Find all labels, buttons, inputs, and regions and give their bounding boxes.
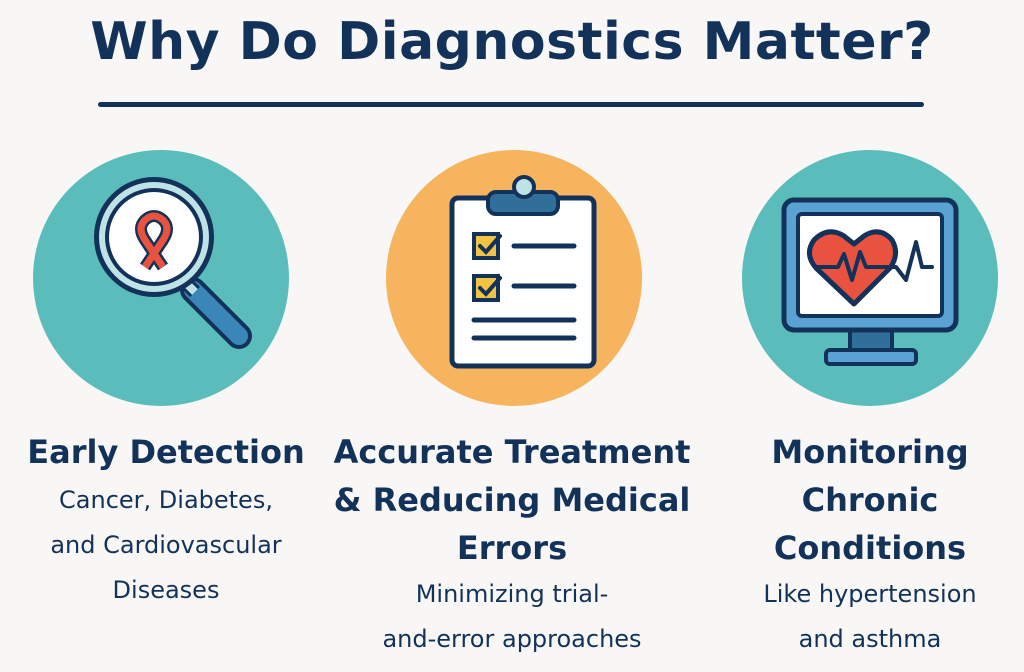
- column-early-detection: Early Detection Cancer, Diabetes, and Ca…: [0, 428, 332, 613]
- column-heading: Early Detection: [27, 433, 305, 471]
- clipboard-checklist-icon: [386, 150, 642, 406]
- magnifying-glass-ribbon-icon: [33, 150, 289, 406]
- title-divider: [98, 102, 924, 107]
- column-description: Cancer, Diabetes, and Cardiovascular Dis…: [50, 486, 282, 604]
- page-title: Why Do Diagnostics Matter?: [90, 12, 934, 72]
- column-monitoring-chronic: Monitoring Chronic Conditions Like hyper…: [716, 428, 1024, 662]
- heart-monitor-icon: [742, 150, 998, 406]
- column-heading: Accurate Treatment & Reducing Medical Er…: [333, 433, 691, 567]
- column-description: Like hypertension and asthma: [763, 580, 977, 653]
- column-description: Minimizing trial- and-error approaches: [382, 580, 642, 653]
- column-heading: Monitoring Chronic Conditions: [771, 433, 969, 567]
- column-accurate-treatment: Accurate Treatment & Reducing Medical Er…: [332, 428, 692, 662]
